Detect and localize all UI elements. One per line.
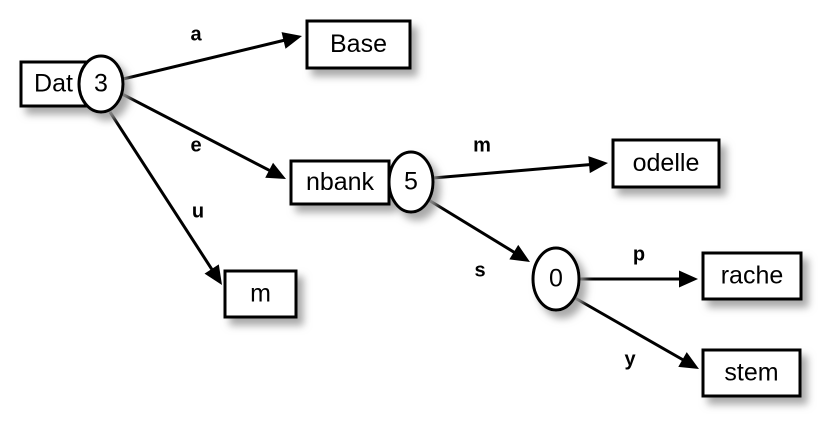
edge-dat-nbank: [121, 92, 286, 179]
arrow-head-icon: [509, 244, 530, 262]
node-label: rache: [721, 262, 784, 290]
node-label: Dat: [34, 70, 73, 98]
node-base[interactable]: [305, 19, 412, 70]
arrow-head-icon: [281, 32, 302, 49]
node-label: nbank: [306, 168, 375, 196]
arrow-head-icon: [588, 156, 608, 174]
node-labels-dat: Dat 3: [34, 70, 108, 98]
edge-line: [432, 162, 593, 180]
node-odelle[interactable]: [611, 138, 721, 189]
node-rect-shape: [305, 19, 412, 70]
edge-nbank-odelle: [432, 156, 608, 180]
edge-label-nbank-odelle: m: [473, 134, 491, 156]
node-labels-stem: stem: [724, 359, 778, 387]
nodes-layer: Dat 3 Base nbank 5 m odelle 0 rache stem: [19, 19, 803, 398]
node-dat[interactable]: [19, 54, 125, 114]
node-labels-rache: rache: [721, 262, 784, 290]
edge-dat-base: [122, 32, 302, 81]
node-label: Base: [330, 30, 387, 58]
edge-label-dat-base: a: [190, 23, 202, 45]
node-ellipse-shape: [77, 54, 125, 114]
node-m[interactable]: [223, 269, 298, 319]
node-labels-odelle: odelle: [633, 149, 700, 177]
node-ellipse-label: 5: [404, 168, 418, 196]
edges-layer: [108, 32, 699, 369]
node-label: odelle: [633, 149, 700, 177]
node-ellipse-label: 3: [94, 70, 108, 98]
edge-label-dat-nbank: e: [190, 134, 201, 156]
node-rect-shape: [701, 251, 803, 301]
node-labels-zero: 0: [549, 265, 563, 293]
node-ellipse-label: 0: [549, 265, 563, 293]
edge-dat-m: [108, 111, 222, 285]
node-labels-nbank: nbank 5: [306, 168, 418, 197]
edge-line: [426, 197, 518, 256]
edge-label-zero-rache: p: [633, 243, 645, 265]
edge-label-zero-stem: y: [624, 348, 636, 370]
node-nbank[interactable]: [289, 150, 435, 214]
edge-line: [574, 296, 687, 363]
node-rache[interactable]: [701, 251, 803, 301]
arrow-head-icon: [678, 352, 699, 369]
edge-label-nbank-zero: s: [474, 259, 485, 281]
arrow-head-icon: [679, 270, 698, 288]
node-rect-shape: [289, 159, 391, 206]
edge-line: [122, 38, 288, 81]
node-labels-m: m: [250, 280, 271, 308]
node-rect-shape: [701, 348, 802, 398]
edge-zero-stem: [574, 296, 699, 369]
edge-labels-layer: a e u m s p y: [190, 23, 645, 370]
node-ellipse-shape: [387, 150, 435, 214]
node-rect-shape: [611, 138, 721, 189]
node-label: stem: [724, 359, 778, 387]
node-zero[interactable]: [531, 246, 581, 312]
node-rect-shape: [223, 269, 298, 319]
node-label: m: [250, 280, 271, 308]
edge-line: [121, 92, 273, 174]
node-rect-shape: [19, 60, 88, 108]
edge-label-dat-m: u: [192, 200, 204, 222]
node-stem[interactable]: [701, 348, 802, 398]
edge-nbank-zero: [426, 197, 530, 262]
edge-zero-rache: [579, 270, 698, 288]
node-labels-base: Base: [330, 30, 387, 58]
arrow-head-icon: [265, 162, 286, 179]
node-ellipse-shape: [531, 246, 581, 312]
edge-line: [108, 111, 215, 273]
arrow-head-icon: [204, 264, 222, 285]
